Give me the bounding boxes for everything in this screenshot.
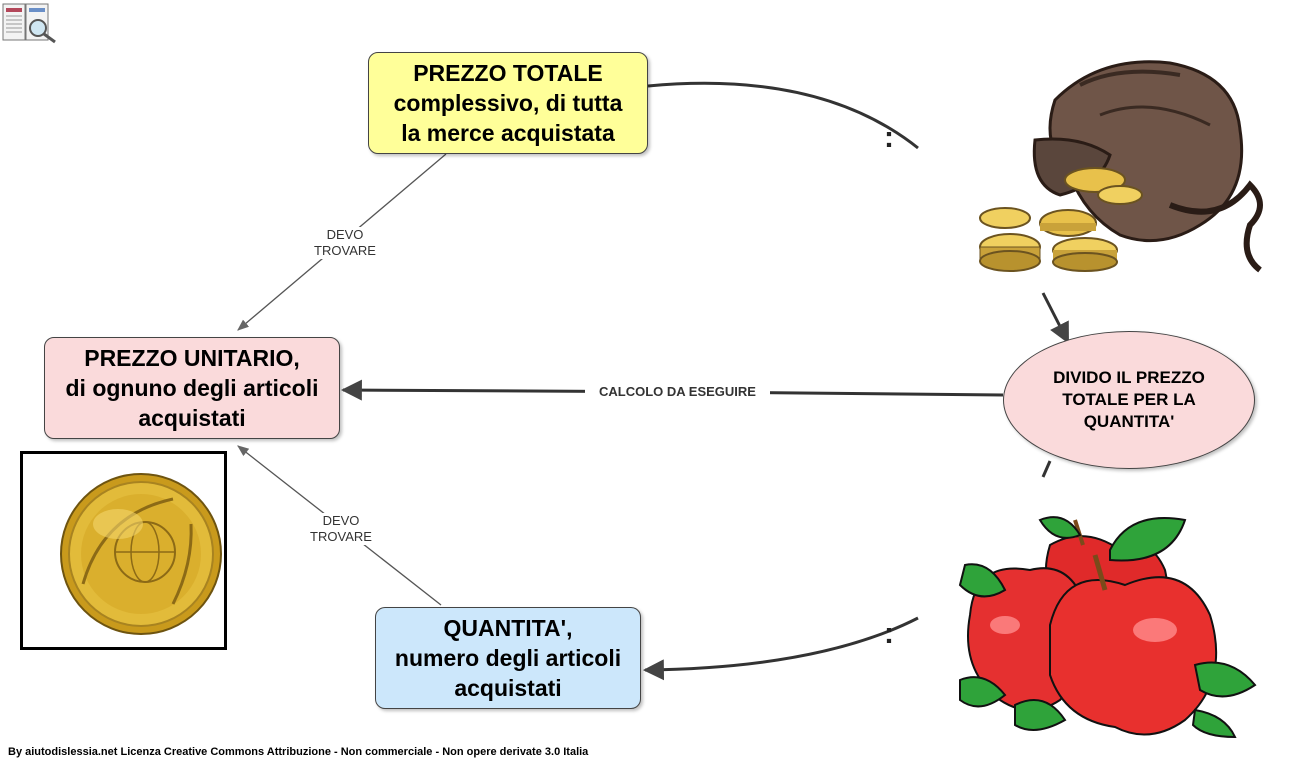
node-divido[interactable]: DIVIDO IL PREZZO TOTALE PER LA QUANTITA' bbox=[1003, 331, 1255, 469]
node-prezzo-totale[interactable]: PREZZO TOTALE complessivo, di tutta la m… bbox=[368, 52, 648, 154]
node-quantita[interactable]: QUANTITA', numero degli articoli acquist… bbox=[375, 607, 641, 709]
division-symbol-top: : bbox=[884, 121, 894, 154]
node-prezzo-unitario-label: PREZZO UNITARIO, di ognuno degli articol… bbox=[65, 345, 319, 431]
coin-image-frame bbox=[20, 451, 227, 650]
link-label-devo-trovare-top: DEVO TROVARE bbox=[300, 227, 390, 259]
division-symbol-bottom: : bbox=[884, 617, 894, 650]
node-prezzo-unitario[interactable]: PREZZO UNITARIO, di ognuno degli articol… bbox=[44, 337, 340, 439]
node-quantita-label: QUANTITA', numero degli articoli acquist… bbox=[394, 615, 622, 701]
red-apples-image bbox=[958, 516, 1257, 739]
gold-euro-coin-image bbox=[60, 473, 222, 635]
link-bag-to-divido bbox=[1041, 292, 1070, 344]
money-bag-coins-image bbox=[979, 60, 1263, 273]
license-footer: By aiutodislessia.net Licenza Creative C… bbox=[8, 746, 589, 758]
node-prezzo-totale-label: PREZZO TOTALE complessivo, di tutta la m… bbox=[393, 60, 623, 146]
link-totale-to-bag bbox=[647, 81, 919, 150]
book-magnifier-icon bbox=[2, 3, 56, 44]
link-divido-to-apples bbox=[1041, 460, 1052, 478]
link-label-calcolo: CALCOLO DA ESEGUIRE bbox=[585, 384, 770, 400]
node-divido-label: DIVIDO IL PREZZO TOTALE PER LA QUANTITA' bbox=[1053, 368, 1205, 431]
link-apples-to-quantita bbox=[642, 616, 919, 681]
link-label-devo-trovare-bottom: DEVO TROVARE bbox=[296, 513, 386, 545]
